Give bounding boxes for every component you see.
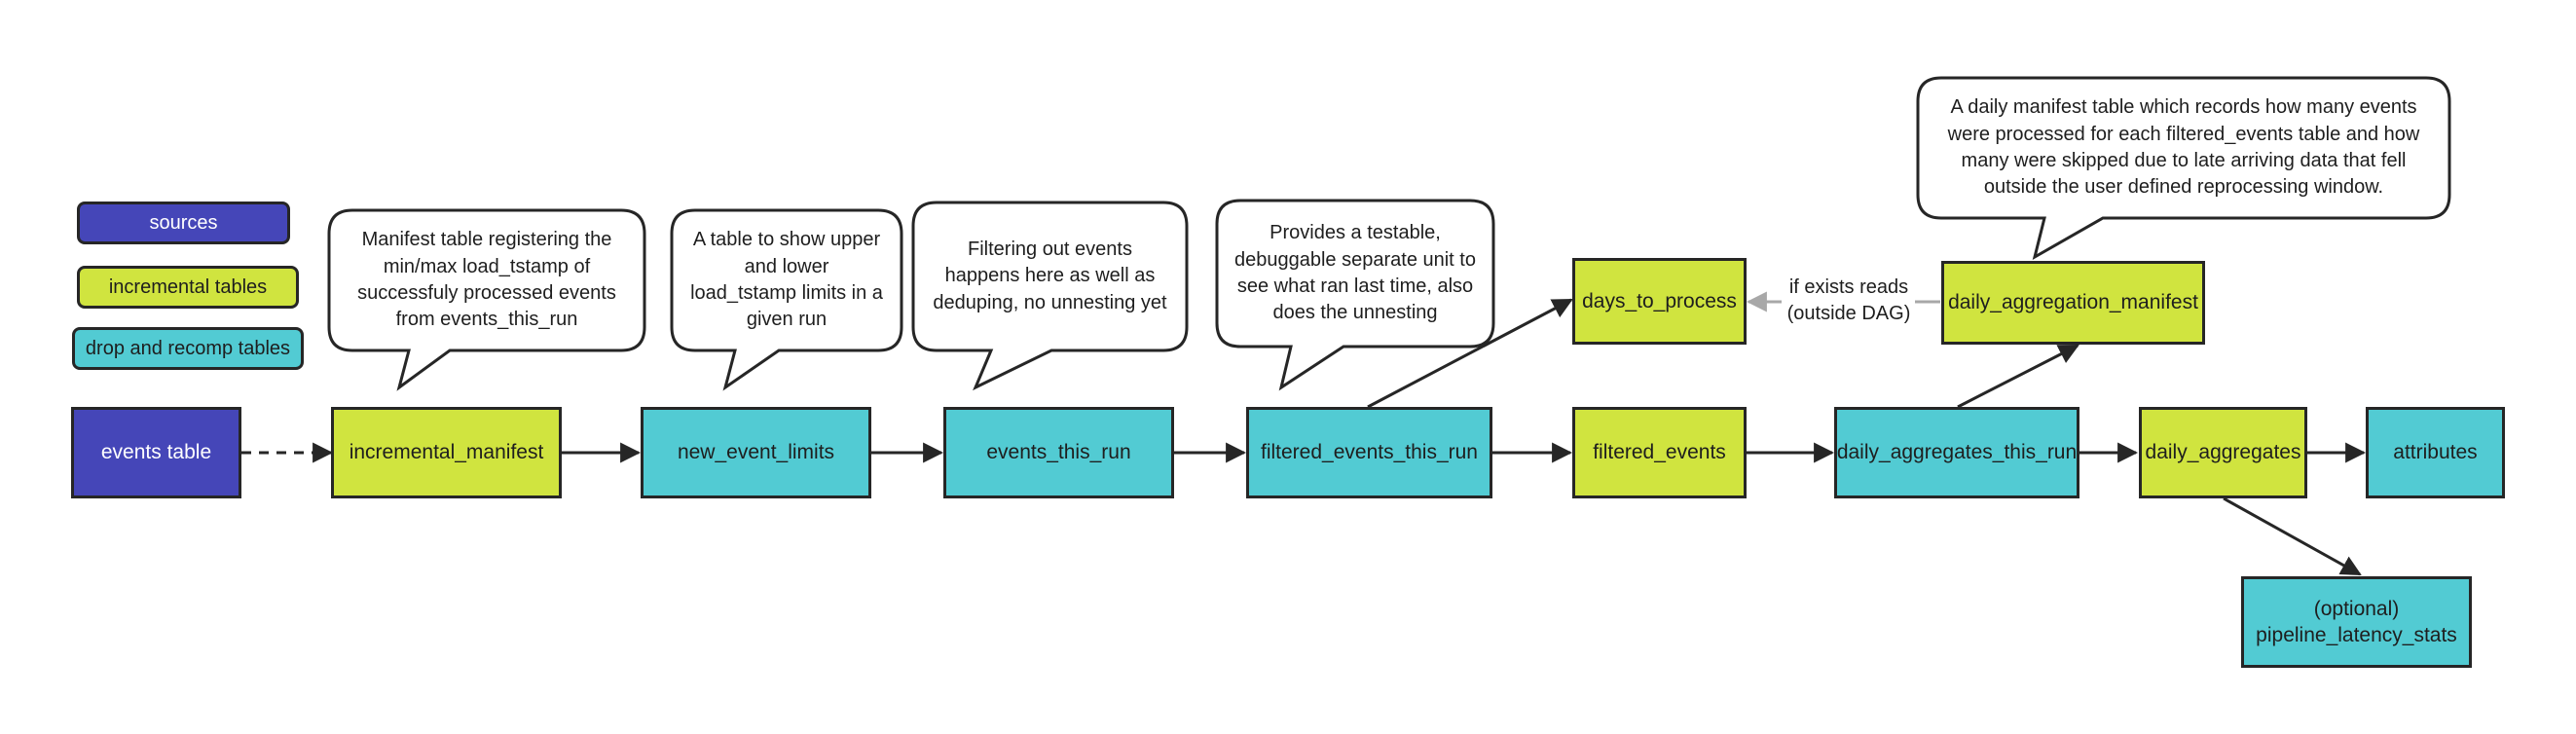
node-pipeline-latency-stats[interactable]: (optional) pipeline_latency_stats bbox=[2241, 576, 2472, 668]
legend-incremental-label: incremental tables bbox=[108, 275, 268, 298]
edge-label-if-exists-reads: if exists reads (outside DAG) bbox=[1782, 275, 1916, 327]
note-bubble-shape-filtered-events-this-run bbox=[1215, 199, 1495, 391]
node-daily-aggregation-manifest[interactable]: daily_aggregation_manifest bbox=[1941, 261, 2205, 345]
node-daily-aggregation-manifest-label: daily_aggregation_manifest bbox=[1948, 291, 2198, 314]
note-daily-aggregation-manifest-text: A daily manifest table which records how… bbox=[1947, 96, 2420, 199]
edge-daily-aggregates-this-run-to-daily-aggregation-manifest bbox=[1957, 344, 2079, 409]
node-events-this-run[interactable]: events_this_run bbox=[943, 407, 1174, 498]
edge-filtered-events-this-run-to-days-to-process bbox=[1367, 298, 1573, 409]
node-events-table-label: events table bbox=[100, 441, 212, 464]
node-new-event-limits[interactable]: new_event_limits bbox=[641, 407, 871, 498]
note-incremental-manifest-text: Manifest table registering the min/max l… bbox=[357, 229, 616, 331]
note-filtered-events-this-run: Provides a testable, debuggable separate… bbox=[1217, 201, 1493, 347]
note-filtered-events-this-run-text: Provides a testable, debuggable separate… bbox=[1234, 222, 1476, 324]
legend-drop-recomp-label: drop and recomp tables bbox=[85, 337, 291, 359]
legend-sources-label: sources bbox=[149, 211, 218, 234]
node-filtered-events-this-run-label: filtered_events_this_run bbox=[1261, 441, 1478, 464]
note-daily-aggregation-manifest: A daily manifest table which records how… bbox=[1918, 78, 2449, 218]
note-events-this-run: Filtering out events happens here as wel… bbox=[913, 202, 1187, 350]
node-daily-aggregates-label: daily_aggregates bbox=[2145, 441, 2301, 464]
node-filtered-events-this-run[interactable]: filtered_events_this_run bbox=[1246, 407, 1492, 498]
legend-drop-and-recomp-tables: drop and recomp tables bbox=[72, 327, 304, 370]
node-incremental-manifest[interactable]: incremental_manifest bbox=[331, 407, 562, 498]
note-new-event-limits: A table to show upper and lower load_tst… bbox=[672, 210, 902, 350]
note-bubble-shape-events-this-run bbox=[911, 201, 1189, 391]
edge-label-line1: if exists reads bbox=[1788, 276, 1909, 298]
node-incremental-manifest-label: incremental_manifest bbox=[349, 441, 544, 464]
legend-incremental-tables: incremental tables bbox=[77, 266, 299, 309]
node-daily-aggregates-this-run[interactable]: daily_aggregates_this_run bbox=[1834, 407, 2079, 498]
edge-daily-aggregates-to-pipeline-latency-stats bbox=[2223, 496, 2362, 576]
note-bubble-shape-new-event-limits bbox=[670, 208, 903, 391]
node-new-event-limits-label: new_event_limits bbox=[677, 441, 835, 464]
node-events-table[interactable]: events table bbox=[71, 407, 241, 498]
node-daily-aggregates-this-run-label: daily_aggregates_this_run bbox=[1836, 441, 2078, 464]
edge-label-line2: (outside DAG) bbox=[1786, 303, 1911, 324]
note-bubble-shape-daily-aggregation-manifest bbox=[1916, 76, 2451, 261]
note-new-event-limits-text: A table to show upper and lower load_tst… bbox=[690, 229, 883, 331]
node-attributes-label: attributes bbox=[2393, 441, 2478, 464]
node-attributes[interactable]: attributes bbox=[2366, 407, 2505, 498]
node-pipeline-latency-stats-label: pipeline_latency_stats bbox=[2256, 624, 2457, 646]
node-pipeline-latency-stats-optional: (optional) bbox=[2313, 597, 2400, 620]
node-filtered-events[interactable]: filtered_events bbox=[1572, 407, 1747, 498]
note-events-this-run-text: Filtering out events happens here as wel… bbox=[933, 238, 1167, 313]
legend-sources: sources bbox=[77, 202, 290, 244]
node-filtered-events-label: filtered_events bbox=[1593, 441, 1726, 464]
node-daily-aggregates[interactable]: daily_aggregates bbox=[2139, 407, 2307, 498]
note-incremental-manifest: Manifest table registering the min/max l… bbox=[329, 210, 644, 350]
node-events-this-run-label: events_this_run bbox=[986, 441, 1131, 464]
node-days-to-process[interactable]: days_to_process bbox=[1572, 258, 1747, 345]
node-days-to-process-label: days_to_process bbox=[1582, 289, 1737, 312]
note-bubble-shape-incremental-manifest bbox=[327, 208, 646, 391]
